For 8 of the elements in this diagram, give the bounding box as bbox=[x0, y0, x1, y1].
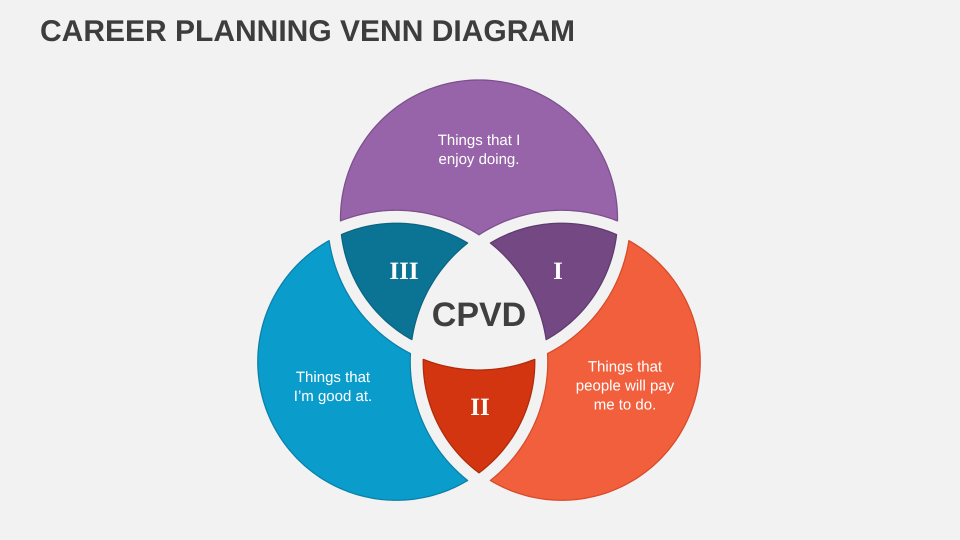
center-label: CPVD bbox=[432, 295, 526, 335]
region-text: Things that people will pay me to do. bbox=[575, 358, 675, 414]
region-text: Things that I’m good at. bbox=[293, 368, 373, 406]
roman-numeral: III bbox=[389, 258, 419, 286]
roman-numeral: I bbox=[553, 258, 563, 286]
diagram-title: CAREER PLANNING VENN DIAGRAM bbox=[40, 14, 576, 50]
region-text: Things that I enjoy doing. bbox=[437, 131, 521, 169]
roman-numeral: II bbox=[470, 394, 490, 422]
